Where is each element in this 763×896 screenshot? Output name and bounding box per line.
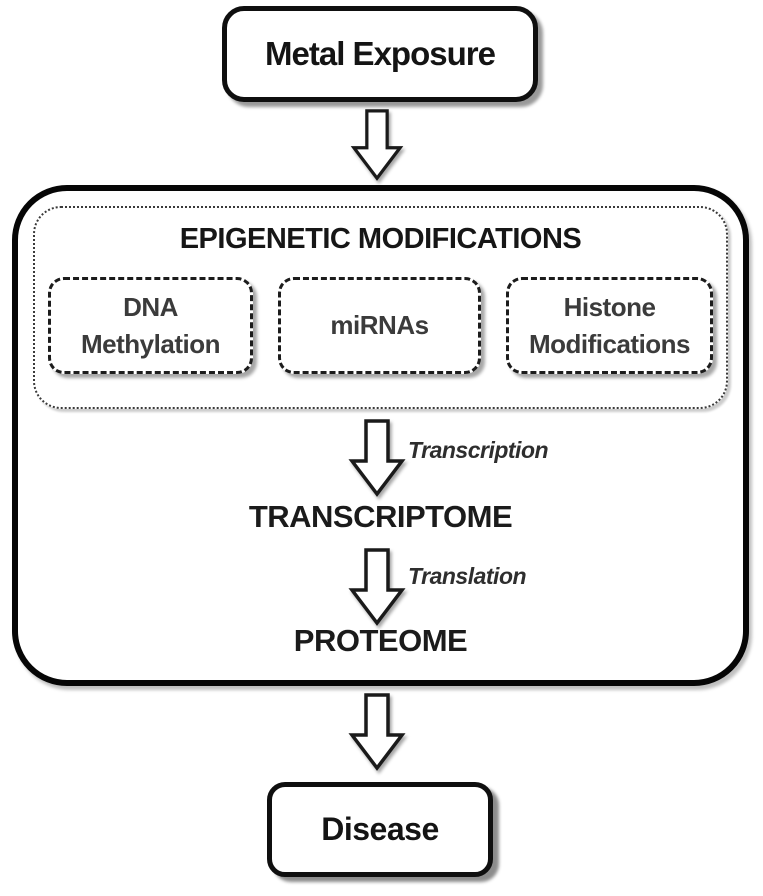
transcription-label: Transcription — [408, 437, 549, 463]
disease-box: Disease — [267, 782, 493, 877]
mirnas-label: miRNAs — [330, 310, 429, 341]
epigenetic-modifications-panel: EPIGENETIC MODIFICATIONS DNA Methylation… — [33, 206, 728, 409]
epigenetics-box-row: DNA Methylation miRNAs Histone Modificat… — [35, 277, 726, 374]
down-arrow-icon — [348, 419, 406, 497]
histone-modifications-box: Histone Modifications — [506, 277, 713, 374]
proteome-label: PROTEOME — [293, 623, 468, 658]
metal-exposure-label: Metal Exposure — [265, 35, 496, 72]
down-arrow-icon — [350, 109, 404, 181]
histone-modifications-label: Histone Modifications — [528, 291, 691, 359]
down-arrow-icon — [348, 693, 406, 771]
dna-methylation-box: DNA Methylation — [48, 277, 253, 374]
transcriptome-label: TRANSCRIPTOME — [248, 499, 513, 534]
down-arrow-icon — [348, 548, 406, 626]
translation-label: Translation — [408, 563, 527, 589]
disease-label: Disease — [321, 811, 439, 847]
dna-methylation-label: DNA Methylation — [81, 291, 220, 359]
mirnas-box: miRNAs — [278, 277, 481, 374]
omics-container-box: EPIGENETIC MODIFICATIONS DNA Methylation… — [12, 185, 749, 686]
epigenetic-modifications-title: EPIGENETIC MODIFICATIONS — [179, 223, 582, 255]
metal-exposure-box: Metal Exposure — [222, 6, 538, 102]
